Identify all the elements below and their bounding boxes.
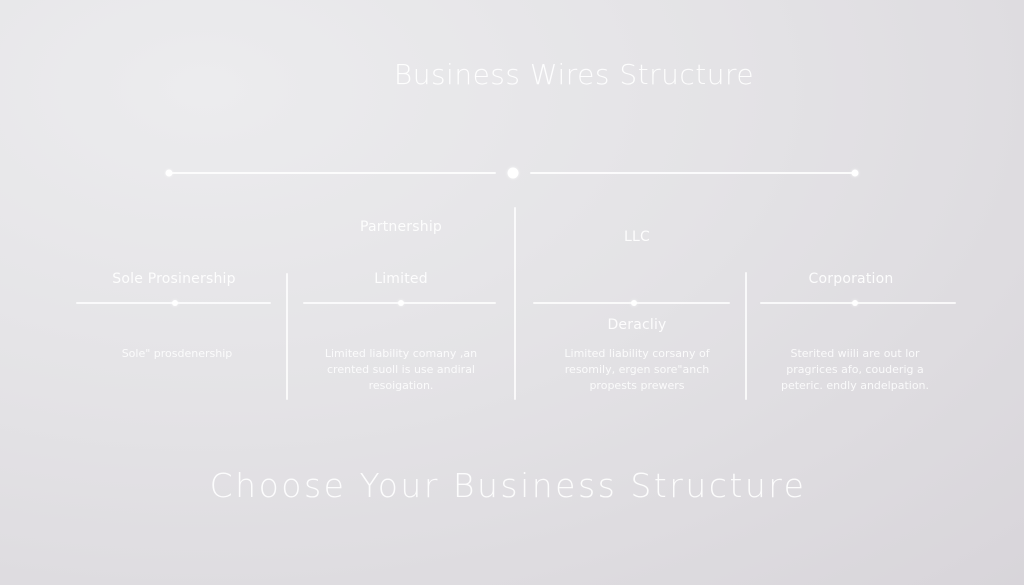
description-line: peteric. endly andelpation. <box>780 379 930 392</box>
description-line: Limited liability corsany of <box>564 347 710 360</box>
column-divider-1 <box>286 273 288 400</box>
timeline-end-node[interactable] <box>851 169 859 177</box>
column-top-label: LLC <box>624 229 650 245</box>
description-line: crented suoll is use andiral <box>327 363 475 376</box>
description-line: resomily, ergen sore"anch <box>564 363 710 376</box>
description-line: Sterited wiili are out lor <box>790 347 920 360</box>
description-line: pragrices afo, couderig a <box>786 363 924 376</box>
column-top-label: Partnership <box>359 219 443 235</box>
column-heading: Limited <box>374 271 428 287</box>
timeline-center-node[interactable] <box>507 167 519 179</box>
column-divider-line <box>760 302 956 304</box>
description-line: Sole" prosdenership <box>121 347 233 360</box>
column-description: Sterited wiili are out lor pragrices afo… <box>755 346 955 394</box>
column-heading: Sole Prosinership <box>112 271 236 287</box>
column-heading: Corporation <box>808 271 894 287</box>
timeline-line-left <box>169 172 496 174</box>
column-description: Sole" prosdenership <box>77 346 277 362</box>
column-description: Limited liability corsany of resomily, e… <box>537 346 737 394</box>
description-line: Limited liability comany ,an <box>324 347 478 360</box>
column-divider-center <box>514 207 516 400</box>
column-node[interactable] <box>631 300 637 306</box>
timeline-start-node[interactable] <box>165 169 173 177</box>
description-line: propests prewers <box>589 379 685 392</box>
timeline-line-right <box>530 172 855 174</box>
column-subheading: Deracliy <box>607 317 667 333</box>
column-node[interactable] <box>172 300 178 306</box>
column-node[interactable] <box>398 300 404 306</box>
column-divider-3 <box>745 272 747 400</box>
page-title: Business Wires Structure <box>393 58 755 91</box>
description-line: resoigation. <box>368 379 434 392</box>
footer-title: Choose Your Business Structure <box>209 466 807 505</box>
column-description: Limited liability comany ,an crented suo… <box>301 346 501 394</box>
column-node[interactable] <box>852 300 858 306</box>
